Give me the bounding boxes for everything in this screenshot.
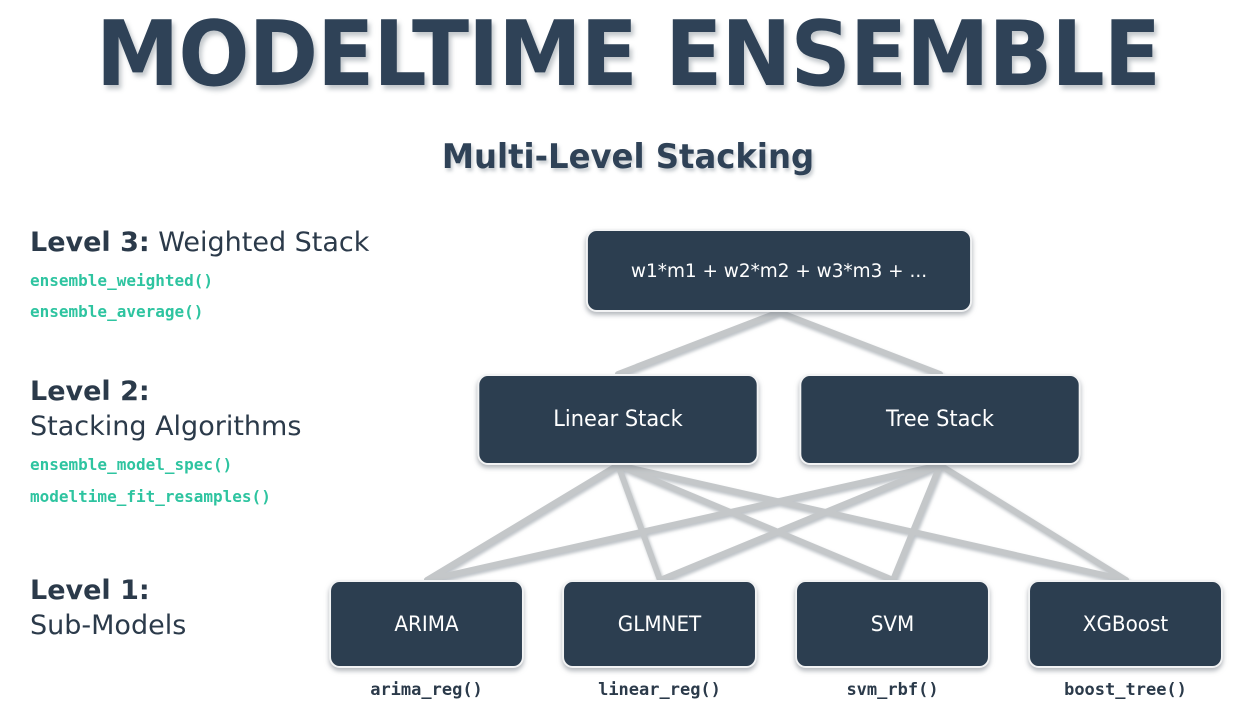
link-linear-stack-xgboost (615, 462, 1129, 583)
level-2-label-strong: Level 2: (30, 376, 150, 407)
node-weighted-formula[interactable]: w1*m1 + w2*m2 + w3*m3 + ... (585, 229, 973, 312)
link-linear-stack-glmnet (615, 462, 663, 583)
node-arima[interactable]: ARIMA (329, 580, 524, 668)
level-3-function-1: ensemble_weighted() (30, 270, 214, 290)
link-weighted-formula-tree-stack (776, 309, 943, 377)
level-2-heading: Level 2: Stacking Algorithms (30, 375, 301, 444)
link-linear-stack-arima (424, 462, 621, 583)
link-tree-stack-glmnet (657, 462, 943, 583)
link-tree-stack-xgboost (937, 462, 1129, 583)
level-3-label-normal: Weighted Stack (158, 227, 370, 258)
link-linear-stack-svm (615, 462, 896, 583)
link-tree-stack-arima (424, 462, 943, 583)
level-2-function-2: modeltime_fit_resamples() (30, 487, 271, 507)
level-2-label-normal: Stacking Algorithms (30, 410, 302, 442)
level-1-label-strong: Level 1: (30, 575, 150, 606)
function-caption-arima: arima_reg() (370, 680, 483, 700)
link-tree-stack-svm (890, 462, 943, 583)
level-1-heading: Level 1: Sub-Models (30, 574, 186, 643)
level-1-legend: Level 1: Sub-Models (30, 574, 186, 643)
node-glmnet[interactable]: GLMNET (562, 580, 757, 668)
page-subtitle: Multi-Level Stacking (441, 137, 815, 177)
function-caption-glmnet: linear_reg() (598, 680, 721, 700)
level-3-label-strong: Level 3: (30, 227, 150, 258)
level-3-function-2: ensemble_average() (30, 301, 204, 321)
node-svm[interactable]: SVM (795, 580, 990, 668)
level-2-legend: Level 2: Stacking Algorithms ensemble_mo… (30, 375, 301, 508)
function-caption-xgboost: boost_tree() (1064, 680, 1187, 700)
function-caption-svm: svm_rbf() (846, 680, 939, 700)
node-tree-stack[interactable]: Tree Stack (799, 374, 1081, 465)
level-3-heading: Level 3: Weighted Stack (30, 226, 369, 261)
node-linear-stack[interactable]: Linear Stack (477, 374, 759, 465)
level-1-label-normal: Sub-Models (30, 609, 187, 641)
level-3-legend: Level 3: Weighted Stack ensemble_weighte… (30, 226, 369, 323)
page-title: MODELTIME ENSEMBLE (96, 2, 1161, 107)
link-weighted-formula-linear-stack (615, 309, 782, 377)
node-xgboost[interactable]: XGBoost (1028, 580, 1223, 668)
level-2-function-1: ensemble_model_spec() (30, 455, 233, 475)
